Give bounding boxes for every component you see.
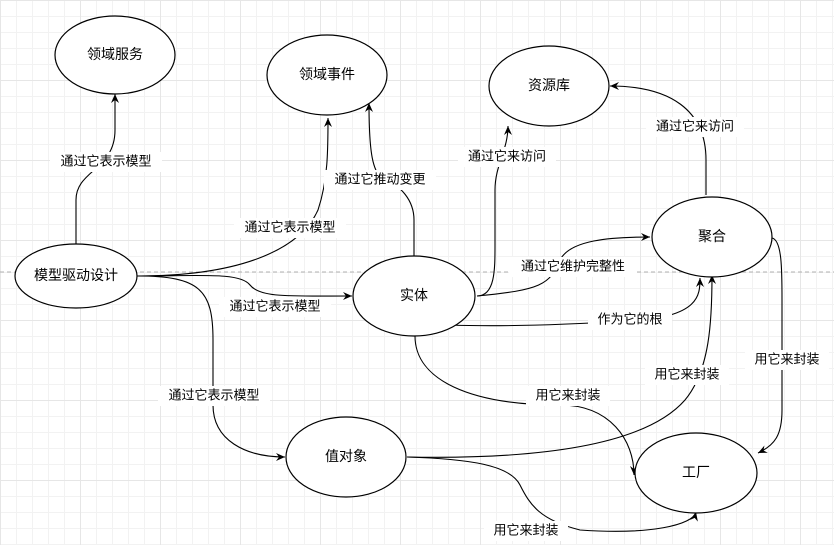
node-value-object-label: 值对象 xyxy=(325,449,367,465)
edge-label-mdd-to-value-object: 通过它表示模型 xyxy=(168,388,259,404)
node-factory-shape xyxy=(634,432,758,514)
node-domain-service[interactable]: 领域服务 xyxy=(54,15,176,95)
node-domain-event-shape xyxy=(266,34,388,116)
edge-label-entity-to-event: 通过它推动变更 xyxy=(334,172,425,188)
edge-label-mdd-to-service: 通过它表示模型 xyxy=(60,154,151,170)
node-factory[interactable]: 工厂 xyxy=(634,432,758,514)
edge-label-aggregate-to-factory: 用它来封装 xyxy=(754,352,819,368)
edge-label-value-object-to-aggregate: 用它来封装 xyxy=(654,367,719,383)
node-entity-shape xyxy=(352,255,476,337)
node-factory-label: 工厂 xyxy=(682,465,710,481)
edge-mdd-to-entity[interactable] xyxy=(136,274,353,301)
node-model-driven-design-label: 模型驱动设计 xyxy=(34,268,118,284)
node-domain-service-label: 领域服务 xyxy=(87,47,143,63)
node-aggregate-label: 聚合 xyxy=(698,229,726,245)
node-model-driven-design-shape xyxy=(14,243,138,309)
edge-value-object-to-aggregate[interactable] xyxy=(406,274,716,458)
node-value-object[interactable]: 值对象 xyxy=(285,416,407,498)
edge-label-entity-to-repository: 通过它来访问 xyxy=(468,149,546,165)
node-domain-service-shape xyxy=(54,15,176,95)
edge-label-entity-to-factory: 用它来封装 xyxy=(535,388,600,404)
node-domain-event[interactable]: 领域事件 xyxy=(266,34,388,116)
edge-label-aggregate-to-repository: 通过它来访问 xyxy=(656,119,734,135)
node-repository[interactable]: 资源库 xyxy=(488,45,610,127)
edge-aggregate-to-repository[interactable] xyxy=(609,82,707,195)
edge-label-entity-root-of-aggregate: 作为它的根 xyxy=(597,312,662,328)
edge-mdd-to-event[interactable] xyxy=(136,117,332,277)
node-entity-label: 实体 xyxy=(400,288,428,304)
edge-entity-to-repository[interactable] xyxy=(476,125,512,297)
edge-mdd-to-value-object[interactable] xyxy=(136,275,286,461)
node-domain-event-label: 领域事件 xyxy=(299,67,355,83)
edge-label-entity-to-aggregate-integrity: 通过它维护完整性 xyxy=(521,259,625,275)
edge-label-value-object-to-factory: 用它来封装 xyxy=(493,523,558,539)
edge-label-mdd-to-entity: 通过它表示模型 xyxy=(229,299,320,315)
node-model-driven-design[interactable]: 模型驱动设计 xyxy=(14,243,138,309)
edge-aggregate-to-factory[interactable] xyxy=(757,237,783,454)
edge-labels: 通过它表示模型 通过它表示模型 通过它推动变更 通过它来访问 通过它来访问 通过… xyxy=(50,117,829,541)
edge-label-mdd-to-event: 通过它表示模型 xyxy=(244,220,335,236)
edge-value-object-to-factory[interactable] xyxy=(406,456,698,532)
node-aggregate[interactable]: 聚合 xyxy=(651,196,773,278)
node-repository-shape xyxy=(488,45,610,127)
node-entity[interactable]: 实体 xyxy=(352,255,476,337)
node-repository-label: 资源库 xyxy=(528,78,570,94)
node-value-object-shape xyxy=(285,416,407,498)
node-aggregate-shape xyxy=(651,196,773,278)
